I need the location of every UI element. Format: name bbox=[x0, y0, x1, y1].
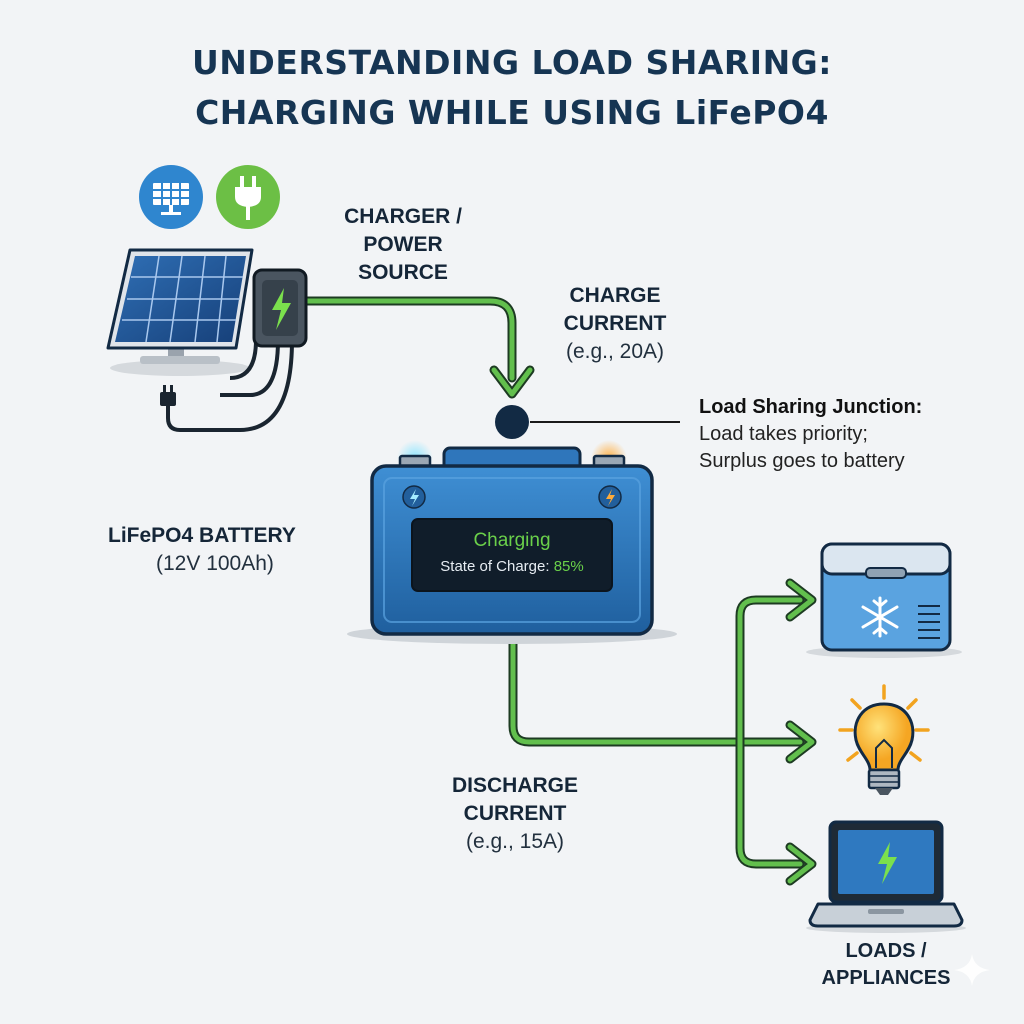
solar-badge-icon bbox=[139, 165, 203, 229]
junction-annotation: Load Sharing Junction: Load takes priori… bbox=[699, 394, 1019, 475]
discharge-current-value: (e.g., 15A) bbox=[465, 830, 565, 853]
solar-panel-icon bbox=[106, 248, 254, 376]
charge-current-value: (e.g., 20A) bbox=[565, 340, 665, 363]
charger-label-line-1: CHARGER / bbox=[344, 205, 462, 228]
charge-flow-line bbox=[295, 296, 535, 399]
junction-node bbox=[495, 405, 680, 439]
sparkle-icon bbox=[954, 954, 990, 986]
charge-current-label-line-1: CHARGE bbox=[569, 284, 661, 307]
discharge-current-label-line-1: DISCHARGE bbox=[451, 774, 578, 797]
battery-label-title: LiFePO4 BATTERY bbox=[108, 524, 296, 547]
title-line-2: CHARGING WHILE USING LiFePO4 bbox=[195, 93, 829, 132]
discharge-current-label-line-2: CURRENT bbox=[463, 802, 567, 825]
charger-label: CHARGER / POWER SOURCE bbox=[318, 203, 488, 287]
battery-icon bbox=[347, 440, 677, 644]
discharge-flow-lines bbox=[508, 578, 817, 886]
battery-status: Charging bbox=[473, 530, 551, 551]
soc-label: State of Charge: bbox=[440, 558, 550, 575]
page-title: UNDERSTANDING LOAD SHARING: CHARGING WHI… bbox=[0, 38, 1024, 138]
state-of-charge: State of Charge: 85% bbox=[412, 555, 612, 579]
title-line-1: UNDERSTANDING LOAD SHARING: bbox=[192, 43, 832, 82]
charger-label-line-3: SOURCE bbox=[358, 261, 448, 284]
charger-label-line-2: POWER bbox=[363, 233, 443, 256]
charger-icon bbox=[160, 268, 308, 432]
junction-title: Load Sharing Junction: bbox=[699, 396, 923, 418]
junction-line-1: Load takes priority; bbox=[699, 423, 868, 445]
laptop-icon bbox=[806, 820, 966, 933]
loads-label-line-1: LOADS / bbox=[845, 940, 927, 962]
loads-label: LOADS / APPLIANCES bbox=[800, 938, 972, 992]
junction-line-2: Surplus goes to battery bbox=[699, 450, 905, 472]
light-bulb-icon bbox=[838, 684, 930, 795]
discharge-current-label: DISCHARGE CURRENT (e.g., 15A) bbox=[420, 772, 610, 856]
charge-current-label: CHARGE CURRENT (e.g., 20A) bbox=[530, 282, 700, 366]
loads-label-line-2: APPLIANCES bbox=[821, 967, 951, 989]
charge-current-label-line-2: CURRENT bbox=[563, 312, 667, 335]
battery-label: LiFePO4 BATTERY (12V 100Ah) bbox=[108, 522, 368, 578]
battery-spec: (12V 100Ah) bbox=[156, 552, 274, 575]
soc-value: 85% bbox=[553, 558, 584, 575]
plug-badge-icon bbox=[216, 165, 280, 229]
battery-display: Charging State of Charge: 85% bbox=[412, 527, 612, 579]
fridge-icon bbox=[806, 542, 962, 658]
